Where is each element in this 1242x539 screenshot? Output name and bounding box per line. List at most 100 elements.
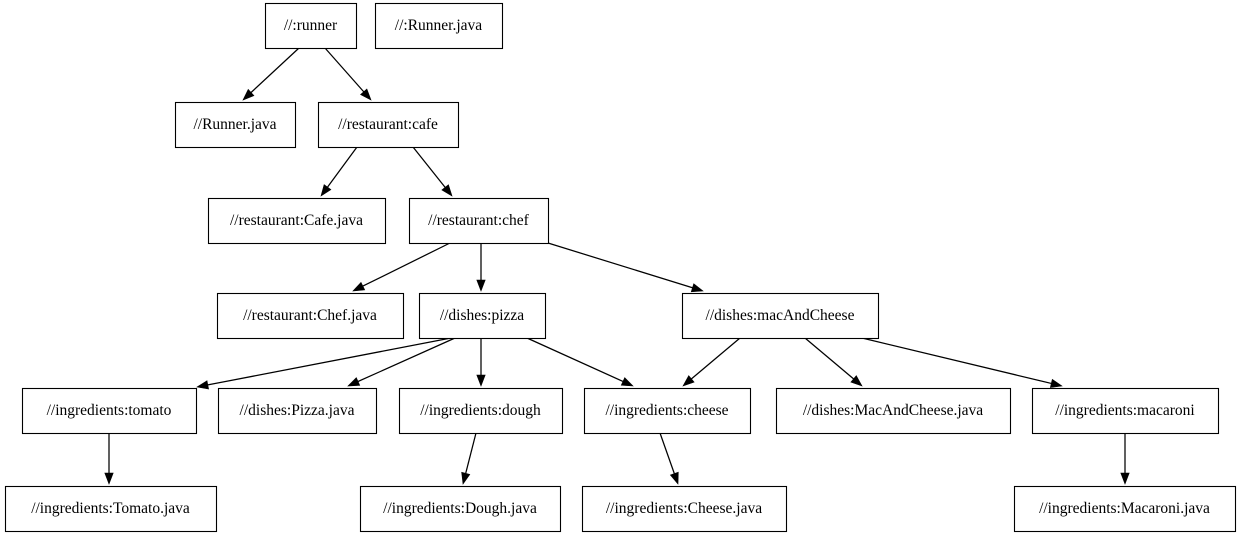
arrowhead-icon — [669, 471, 679, 485]
edge-restaurant_cafe-to-restaurant_cafejava — [320, 146, 358, 197]
node-box[interactable] — [216, 292, 405, 340]
arrowhead-icon — [850, 375, 863, 387]
edge-dishes_pizza-to-ing_tomato — [196, 337, 452, 390]
node-box[interactable] — [408, 197, 550, 245]
edge-line — [357, 337, 456, 383]
edge-runner-to-restaurant_cafe — [324, 47, 372, 101]
edge-line — [207, 337, 452, 386]
node-label: //ingredients:Tomato.java — [31, 500, 190, 517]
node-box[interactable] — [207, 197, 387, 245]
node-box[interactable] — [4, 485, 218, 533]
node-label: //dishes:pizza — [440, 307, 524, 324]
node-label: //dishes:macAndCheese — [706, 307, 855, 324]
edge-dishes_pizza-to-ing_dough — [476, 338, 486, 387]
arrowhead-icon — [242, 88, 255, 101]
edge-restaurant_cafe-to-restaurant_chef — [412, 146, 453, 197]
node-box[interactable] — [359, 485, 562, 533]
node-box[interactable] — [775, 387, 1012, 435]
node-box[interactable] — [317, 101, 460, 149]
arrowhead-icon — [352, 281, 366, 292]
arrowhead-icon — [360, 88, 372, 101]
arrowhead-icon — [476, 374, 486, 387]
node-box[interactable] — [418, 292, 547, 340]
node-label: //ingredients:Cheese.java — [606, 500, 762, 517]
graph-node-ing_doughjava[interactable]: //ingredients:Dough.java — [359, 485, 562, 533]
arrowhead-icon — [104, 472, 114, 485]
node-box[interactable] — [21, 387, 198, 435]
graph-node-ing_macaroni[interactable]: //ingredients:macaroni — [1031, 387, 1220, 435]
arrowhead-icon — [461, 471, 471, 485]
edge-restaurant_chef-to-dishes_pizza — [476, 243, 486, 292]
edge-line — [465, 432, 477, 474]
edge-ing_dough-to-ing_doughjava — [461, 432, 477, 485]
graph-node-restaurant_cafejava[interactable]: //restaurant:Cafe.java — [207, 197, 387, 245]
node-label: //ingredients:Macaroni.java — [1039, 500, 1210, 517]
node-box[interactable] — [174, 101, 297, 149]
graph-node-ing_cheese[interactable]: //ingredients:cheese — [583, 387, 752, 435]
edge-dishes_mac-to-dishes_macjava — [804, 337, 863, 387]
node-label: //ingredients:dough — [420, 402, 541, 419]
graph-node-restaurant_cafe[interactable]: //restaurant:cafe — [317, 101, 460, 149]
arrowhead-icon — [196, 380, 209, 390]
graph-node-restaurant_chefjava[interactable]: //restaurant:Chef.java — [216, 292, 405, 340]
node-box[interactable] — [581, 485, 788, 533]
node-label: //Runner.java — [193, 116, 276, 133]
arrowhead-icon — [1049, 378, 1063, 388]
edge-dishes_mac-to-ing_macaroni — [861, 337, 1063, 388]
graph-node-ing_macaronijava[interactable]: //ingredients:Macaroni.java — [1013, 485, 1237, 533]
node-box[interactable] — [264, 2, 358, 50]
edge-line — [691, 337, 741, 380]
node-label: //dishes:MacAndCheese.java — [803, 402, 983, 419]
node-label: //dishes:Pizza.java — [240, 402, 355, 419]
arrowhead-icon — [476, 279, 486, 292]
node-box[interactable] — [217, 387, 378, 435]
graph-node-restaurant_chef[interactable]: //restaurant:chef — [408, 197, 550, 245]
node-label: //ingredients:tomato — [47, 402, 172, 419]
graph-node-runner[interactable]: //:runner — [264, 2, 358, 50]
node-box[interactable] — [398, 387, 564, 435]
edge-line — [250, 47, 300, 93]
node-box[interactable] — [1031, 387, 1220, 435]
nodes-layer: //:runner //:Runner.java //Runner.java //re… — [4, 2, 1237, 533]
arrowhead-icon — [620, 377, 634, 387]
edge-line — [362, 242, 451, 287]
graph-node-ing_tomatojava[interactable]: //ingredients:Tomato.java — [4, 485, 218, 533]
edge-line — [861, 337, 1052, 385]
node-label: //ingredients:macaroni — [1055, 402, 1195, 419]
node-label: //:Runner.java — [395, 17, 483, 34]
node-label: //ingredients:Dough.java — [383, 500, 537, 517]
arrowhead-icon — [682, 375, 695, 387]
graph-node-runner_java[interactable]: //Runner.java — [174, 101, 297, 149]
arrowhead-icon — [690, 283, 704, 293]
edges-layer — [104, 47, 1130, 485]
node-label: //restaurant:chef — [428, 212, 530, 229]
graph-node-dishes_pizza[interactable]: //dishes:pizza — [418, 292, 547, 340]
node-box[interactable] — [681, 292, 880, 340]
graph-node-ing_dough[interactable]: //ingredients:dough — [398, 387, 564, 435]
node-box[interactable] — [1013, 485, 1237, 533]
edge-line — [526, 337, 624, 383]
graph-node-dishes_macjava[interactable]: //dishes:MacAndCheese.java — [775, 387, 1012, 435]
node-label: //:runner — [284, 17, 338, 34]
edge-dishes_pizza-to-dishes_pizzajava — [347, 337, 456, 387]
edge-line — [412, 146, 446, 188]
node-label: //ingredients:cheese — [605, 402, 728, 419]
node-box[interactable] — [374, 2, 504, 50]
edge-line — [327, 146, 358, 188]
node-box[interactable] — [583, 387, 752, 435]
graph-node-runner_java_root[interactable]: //:Runner.java — [374, 2, 504, 50]
graph-node-ing_tomato[interactable]: //ingredients:tomato — [21, 387, 198, 435]
edge-runner-to-runner_java — [242, 47, 300, 101]
graph-node-ing_cheesejava[interactable]: //ingredients:Cheese.java — [581, 485, 788, 533]
edge-restaurant_chef-to-restaurant_chefjava — [352, 242, 451, 292]
edge-line — [659, 432, 675, 474]
arrowhead-icon — [347, 377, 361, 387]
graph-node-dishes_pizzajava[interactable]: //dishes:Pizza.java — [217, 387, 378, 435]
edge-ing_macaroni-to-ing_macaronijava — [1120, 433, 1130, 485]
edge-dishes_mac-to-ing_cheese — [682, 337, 741, 387]
edge-ing_tomato-to-ing_tomatojava — [104, 433, 114, 485]
node-label: //restaurant:Chef.java — [243, 307, 377, 324]
arrowhead-icon — [441, 184, 453, 197]
graph-node-dishes_mac[interactable]: //dishes:macAndCheese — [681, 292, 880, 340]
